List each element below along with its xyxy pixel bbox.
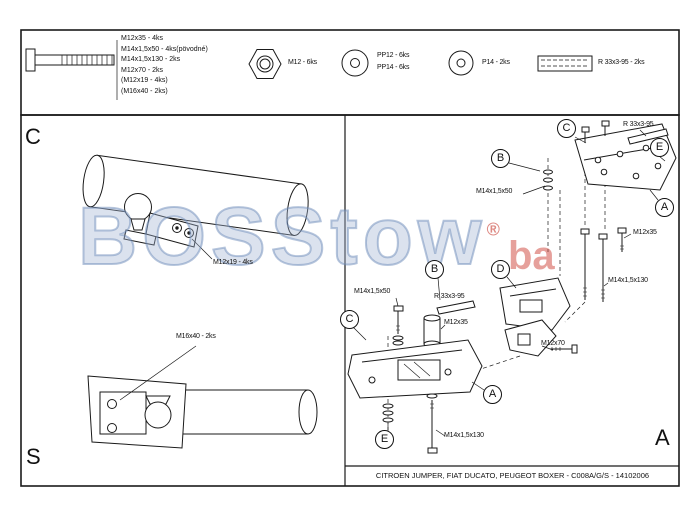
- view-c-drawing: [82, 154, 309, 260]
- view-letter-s: S: [26, 444, 41, 469]
- parts-list-line: M14x1,5x130 - 2ks: [121, 56, 181, 64]
- washer-pp14-label: PP14 - 6ks: [377, 64, 410, 71]
- washer-p-icon: [448, 50, 474, 76]
- annotation-m12x19: M12x19 - 4ks: [213, 259, 253, 266]
- exploded-view: [347, 120, 677, 454]
- frame-borders: [20, 29, 680, 487]
- annotation-m14x50-mid: M14x1,5x50: [354, 288, 391, 295]
- annotation-r33x3-top: R 33x3-95: [623, 121, 654, 128]
- leader-lines: [352, 129, 666, 437]
- view-letter-a: A: [655, 425, 670, 450]
- parts-list-line: M12x35 - 4ks: [121, 35, 164, 42]
- flat-plate-icon: [537, 55, 593, 72]
- parts-list: M12x35 - 4ks M14x1,5x50 - 4ks(pövodné) M…: [121, 34, 208, 98]
- top-mounting-plate: [543, 120, 677, 191]
- parts-list-line: (M12x19 - 4ks): [121, 77, 168, 85]
- annotation-r33x3-mid: R 33x3-95: [434, 293, 465, 300]
- callout-b-top: B: [491, 149, 510, 168]
- annotation-m14x50-top: M14x1,5x50: [476, 188, 513, 195]
- callout-a-bottom: A: [483, 385, 502, 404]
- crossmember: [347, 339, 483, 399]
- annotation-m14x130-right: M14x1,5x130: [608, 277, 648, 284]
- annotation-m12x70: M12x70: [541, 340, 565, 347]
- annotation-m16x40: M16x40 - 2ks: [176, 333, 216, 340]
- callout-d-mid: D: [491, 260, 510, 279]
- callout-c-top: C: [557, 119, 576, 138]
- long-bolts: [580, 227, 627, 302]
- callout-c-mid: C: [340, 310, 359, 329]
- footer-caption: CITROEN JUMPER, FIAT DUCATO, PEUGEOT BOX…: [375, 471, 650, 480]
- short-bolt-washers: [392, 300, 476, 348]
- callout-e-bottom: E: [375, 430, 394, 449]
- callout-e-top: E: [650, 138, 669, 157]
- washer-pp-icon: [341, 49, 369, 77]
- annotation-m12x35-right: M12x35: [633, 229, 657, 236]
- middle-bracket: [499, 277, 571, 331]
- parts-list-line: M12x70 - 2ks: [121, 66, 164, 74]
- view-letter-c: C: [25, 124, 41, 149]
- washer-p14-label: P14 - 2ks: [482, 59, 510, 66]
- callout-a-top: A: [655, 198, 674, 217]
- nut-icon: [248, 49, 282, 79]
- washer-pp12-label: PP12 - 6ks: [377, 52, 410, 59]
- view-s-drawing: [87, 345, 318, 449]
- annotation-m14x130-bottom: M14x1,5x130: [444, 432, 484, 439]
- parts-list-line: (M16x40 - 2ks): [121, 87, 168, 95]
- callout-b-mid: B: [425, 260, 444, 279]
- parts-list-line: M14x1,5x50 - 4ks(pövodné): [121, 45, 208, 53]
- nut-label: M12 - 6ks: [288, 59, 317, 66]
- lower-fasteners: [382, 393, 438, 454]
- plate-label: R 33x3-95 - 2ks: [598, 59, 645, 66]
- bolt-icon: [25, 40, 118, 100]
- annotation-m12x35-mid: M12x35: [444, 319, 468, 326]
- hitch-receiver: [504, 319, 578, 357]
